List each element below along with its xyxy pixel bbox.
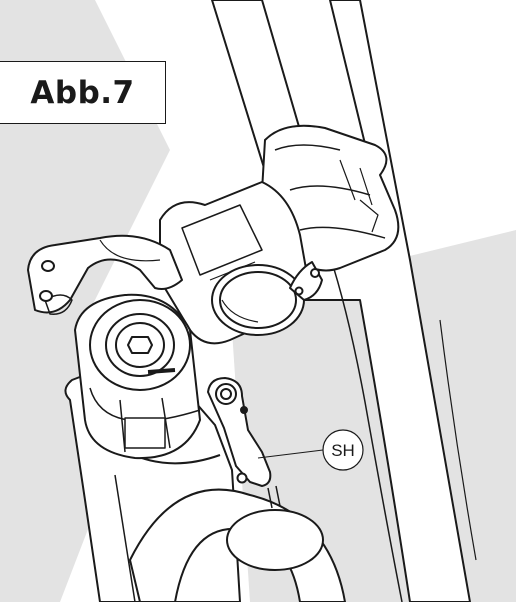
- callout-bubble: [322, 429, 364, 471]
- top-cap: [74, 293, 201, 460]
- safety-hook: [207, 377, 281, 509]
- frame-tube: [129, 488, 346, 602]
- callout-label: SH: [331, 441, 355, 460]
- callout-leader-line: [257, 449, 324, 459]
- figure-label: Abb.7: [0, 61, 166, 124]
- clamp-lever: [27, 234, 183, 315]
- stem-arm: [159, 181, 323, 345]
- callout-sh: SH: [257, 429, 364, 471]
